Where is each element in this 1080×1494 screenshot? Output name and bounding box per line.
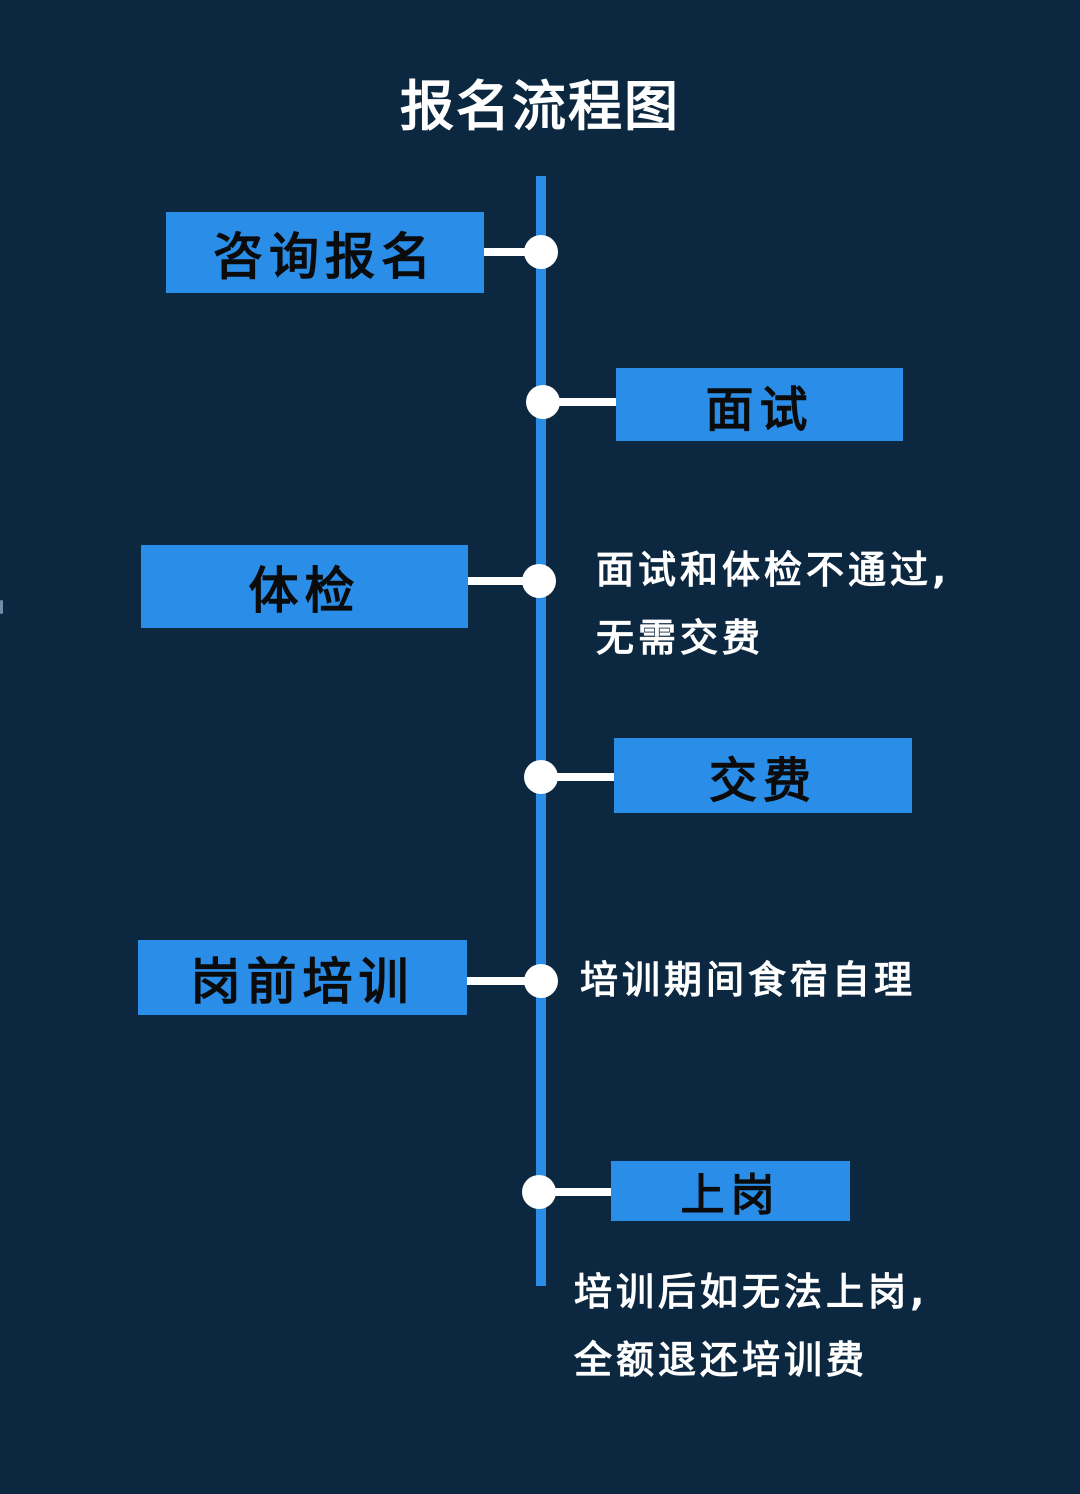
timeline-node-6 xyxy=(522,1175,556,1209)
note-line: 面试和体检不通过, xyxy=(596,548,951,592)
step-label: 交费 xyxy=(708,752,817,809)
timeline-spine xyxy=(536,176,546,1286)
note-line: 培训期间食宿自理 xyxy=(580,958,917,1002)
step-medical-checkup: 体检 xyxy=(141,545,468,628)
step-onboard: 上岗 xyxy=(611,1161,850,1221)
step-label: 岗前培训 xyxy=(190,952,415,1011)
connector-5 xyxy=(467,977,539,985)
connector-6 xyxy=(544,1188,611,1196)
timeline-node-1 xyxy=(524,235,558,269)
connector-4 xyxy=(544,773,614,781)
connector-1 xyxy=(484,248,540,256)
step-label: 咨询报名 xyxy=(213,227,437,286)
timeline-node-3 xyxy=(522,564,556,598)
edge-mark xyxy=(0,600,3,614)
step-label: 体检 xyxy=(248,561,361,620)
note-line: 无需交费 xyxy=(596,616,765,660)
timeline-node-4 xyxy=(524,760,558,794)
timeline-node-5 xyxy=(524,964,558,998)
note-line: 培训后如无法上岗, xyxy=(574,1270,929,1314)
step-label: 上岗 xyxy=(680,1170,781,1221)
note-line: 全额退还培训费 xyxy=(574,1338,869,1382)
note-training: 培训期间食宿自理 xyxy=(580,946,916,1014)
step-consult-register: 咨询报名 xyxy=(166,212,484,293)
note-onboard: 培训后如无法上岗, 全额退还培训费 xyxy=(574,1258,928,1394)
step-payment: 交费 xyxy=(614,738,912,813)
step-label: 面试 xyxy=(705,381,814,438)
step-interview: 面试 xyxy=(616,368,903,441)
connector-2 xyxy=(544,398,616,406)
connector-3 xyxy=(468,577,538,585)
page-title: 报名流程图 xyxy=(400,75,680,138)
note-checkup: 面试和体检不通过, 无需交费 xyxy=(596,536,950,672)
timeline-node-2 xyxy=(526,385,560,419)
step-pre-job-training: 岗前培训 xyxy=(138,940,467,1015)
